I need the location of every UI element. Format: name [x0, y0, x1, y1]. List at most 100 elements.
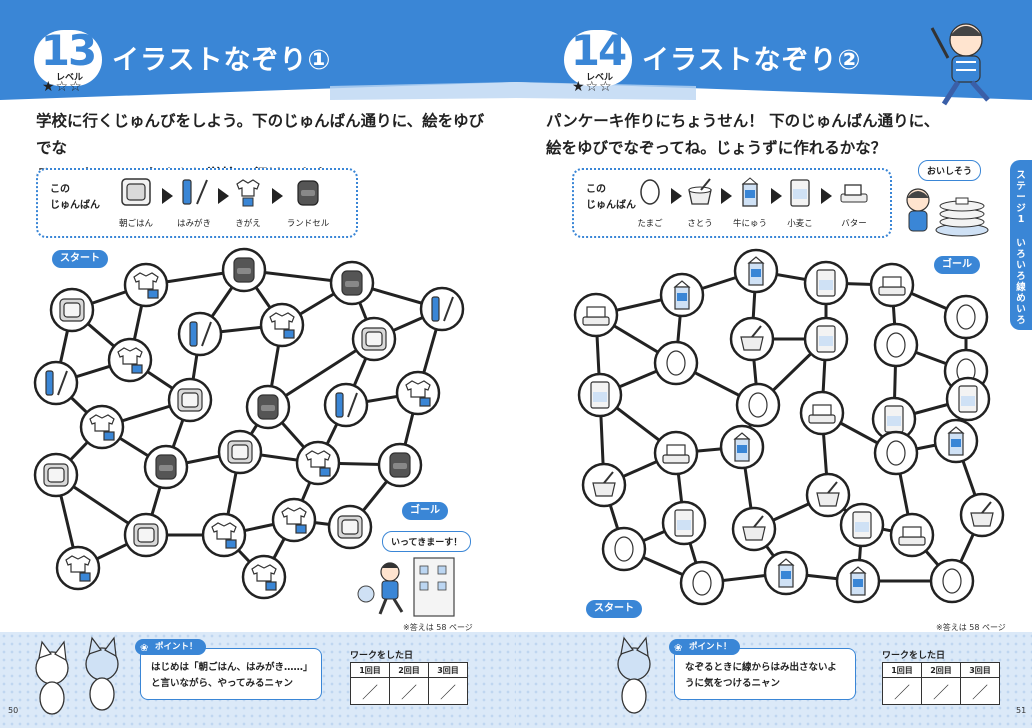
sequence-item-milk: 牛にゅう	[724, 176, 776, 229]
maze-node-flour-bag-icon[interactable]	[871, 396, 917, 442]
maze-node-butter-icon[interactable]	[573, 292, 619, 338]
start-label: スタート	[52, 250, 108, 268]
maze-node-clothes-icon[interactable]	[241, 554, 287, 600]
sequence-arrow	[218, 188, 229, 204]
maze-node-butter-icon[interactable]	[653, 430, 699, 476]
maze-node-toothbrush-icon[interactable]	[323, 382, 369, 428]
level-stars: ★☆☆	[572, 79, 613, 95]
sequence-label: ランドセル	[286, 219, 330, 229]
work-date-cell[interactable]: ／	[960, 677, 1000, 705]
maze-node-school-backpack-icon[interactable]	[143, 444, 189, 490]
maze-node-toast-plate-icon[interactable]	[167, 377, 213, 423]
maze-node-flour-bag-icon[interactable]	[945, 376, 991, 422]
toast-plate-icon	[121, 178, 151, 206]
maze-node-butter-icon[interactable]	[869, 262, 915, 308]
sugar-bowl-icon	[688, 178, 712, 205]
maze-node-clothes-icon[interactable]	[395, 370, 441, 416]
maze-node-toothbrush-icon[interactable]	[419, 286, 465, 332]
sequence-item-sugar: さとう	[674, 176, 726, 229]
maze-node-sugar-bowl-icon[interactable]	[805, 472, 851, 518]
maze-node-egg-icon[interactable]	[873, 322, 919, 368]
instruction-line: パンケーキ作りにちょうせん！ 下のじゅんばん通りに、	[546, 112, 940, 130]
sequence-arrow	[162, 188, 173, 204]
maze-node-flour-bag-icon[interactable]	[577, 372, 623, 418]
sequence-arrow	[272, 188, 283, 204]
goal-label: ゴール	[402, 502, 448, 520]
maze-node-sugar-bowl-icon[interactable]	[729, 316, 775, 362]
maze-node-toast-plate-icon[interactable]	[351, 316, 397, 362]
level-stars: ★☆☆	[42, 79, 83, 95]
maze-node-clothes-icon[interactable]	[201, 512, 247, 558]
sequence-box: この じゅんばん 朝ごはん はみがき きがえ ランドセル	[36, 168, 358, 238]
maze-node-milk-carton-icon[interactable]	[659, 272, 705, 318]
point-tag-text: ポイント！	[689, 642, 732, 652]
maze-node-clothes-icon[interactable]	[295, 440, 341, 486]
maze-node-toast-plate-icon[interactable]	[217, 429, 263, 475]
maze-node-egg-icon[interactable]	[943, 294, 989, 340]
maze-node-egg-icon[interactable]	[873, 430, 919, 476]
sequence-label: 牛にゅう	[732, 219, 767, 229]
maze-node-flour-bag-icon[interactable]	[803, 316, 849, 362]
work-date-cell[interactable]: ／	[350, 677, 390, 705]
maze-node-milk-carton-icon[interactable]	[835, 558, 881, 604]
maze-node-toothbrush-icon[interactable]	[177, 311, 223, 357]
trace-maze[interactable]	[516, 235, 1032, 625]
sequence-item-backpack: ランドセル	[280, 176, 336, 229]
maze-node-milk-carton-icon[interactable]	[719, 424, 765, 470]
work-header: 2回目	[921, 662, 961, 678]
maze-node-milk-carton-icon[interactable]	[733, 248, 779, 294]
sequence-item-toothbrush: はみがき	[166, 176, 222, 229]
work-date-cell[interactable]: ／	[921, 677, 961, 705]
point-text: なぞるときに線からはみ出さないよ うに気をつけるニャン	[685, 660, 837, 692]
maze-node-toast-plate-icon[interactable]	[49, 287, 95, 333]
maze-node-egg-icon[interactable]	[929, 558, 975, 604]
maze-node-clothes-icon[interactable]	[79, 404, 125, 450]
trace-maze[interactable]	[0, 235, 516, 625]
maze-node-butter-icon[interactable]	[799, 390, 845, 436]
maze-node-school-backpack-icon[interactable]	[377, 442, 423, 488]
answer-reference: ※答えは 58 ページ	[936, 623, 1006, 632]
maze-node-egg-icon[interactable]	[601, 526, 647, 572]
maze-node-clothes-icon[interactable]	[55, 545, 101, 591]
maze-node-clothes-icon[interactable]	[107, 337, 153, 383]
butter-icon	[840, 184, 868, 203]
point-text-line: うに気をつけるニャン	[685, 678, 781, 689]
maze-node-egg-icon[interactable]	[679, 560, 725, 606]
maze-node-toast-plate-icon[interactable]	[33, 452, 79, 498]
page-title: イラストなぞり②	[642, 45, 862, 76]
maze-node-butter-icon[interactable]	[889, 512, 935, 558]
maze-node-sugar-bowl-icon[interactable]	[959, 492, 1005, 538]
maze-node-toast-plate-icon[interactable]	[327, 504, 373, 550]
title-band	[516, 0, 1032, 100]
work-date-cell[interactable]: ／	[389, 677, 429, 705]
maze-node-flour-bag-icon[interactable]	[839, 502, 885, 548]
maze-node-toast-plate-icon[interactable]	[123, 512, 169, 558]
maze-node-flour-bag-icon[interactable]	[803, 260, 849, 306]
boy-walking-to-school-illustration	[357, 557, 455, 617]
pancake-boy-illustration	[906, 188, 989, 237]
maze-node-clothes-icon[interactable]	[271, 497, 317, 543]
activity-number-badge: 13 レベル ★☆☆	[34, 26, 102, 95]
maze-node-sugar-bowl-icon[interactable]	[581, 462, 627, 508]
maze-node-sugar-bowl-icon[interactable]	[731, 506, 777, 552]
maze-node-flour-bag-icon[interactable]	[661, 500, 707, 546]
stage-label: ステージ1	[1016, 170, 1026, 225]
sequence-arrow	[721, 188, 732, 204]
sequence-intro: この じゅんばん	[50, 182, 100, 214]
work-date-title: ワークをした日	[882, 651, 946, 661]
work-date-cell[interactable]: ／	[882, 677, 922, 705]
maze-node-egg-icon[interactable]	[653, 340, 699, 386]
maze-node-milk-carton-icon[interactable]	[763, 550, 809, 596]
maze-node-clothes-icon[interactable]	[123, 262, 169, 308]
point-tag: ❀ポイント！	[135, 639, 206, 655]
maze-node-school-backpack-icon[interactable]	[329, 260, 375, 306]
maze-node-toothbrush-icon[interactable]	[33, 360, 79, 406]
maze-node-egg-icon[interactable]	[735, 382, 781, 428]
speech-bubble: いってきまーす！	[382, 531, 472, 552]
maze-node-clothes-icon[interactable]	[259, 302, 305, 348]
work-date-cell[interactable]: ／	[428, 677, 468, 705]
maze-node-milk-carton-icon[interactable]	[933, 418, 979, 464]
maze-node-school-backpack-icon[interactable]	[221, 247, 267, 293]
boy-cheering-illustration	[930, 23, 990, 106]
maze-node-school-backpack-icon[interactable]	[245, 384, 291, 430]
